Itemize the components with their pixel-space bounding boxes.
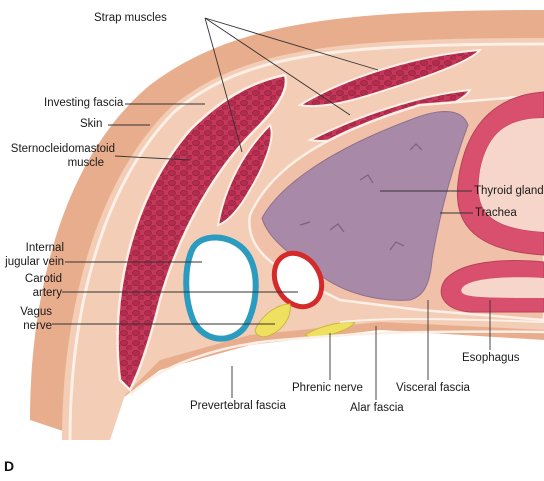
label-phrenic-nerve: Phrenic nerve <box>292 382 363 394</box>
label-skin: Skin <box>80 118 103 130</box>
sternocleidomastoid-muscle <box>116 73 288 393</box>
leader-strap-3 <box>204 17 351 116</box>
label-vagus-2: nerve <box>23 320 52 332</box>
trachea-lumen <box>478 118 544 232</box>
alar-fascia-line <box>339 318 544 323</box>
leader-strap-1 <box>204 17 243 153</box>
label-sternocleidomastoid-2: muscle <box>67 157 104 169</box>
label-trachea: Trachea <box>475 207 517 219</box>
label-carotid-2: artery <box>32 287 62 299</box>
label-esophagus: Esophagus <box>462 352 520 364</box>
label-internal-jugular-1: Internal <box>25 242 64 254</box>
label-thyroid-gland: Thyroid gland <box>474 185 544 197</box>
label-vagus-1: Vagus <box>20 306 52 318</box>
label-alar-fascia: Alar fascia <box>350 402 404 414</box>
leader-lines <box>52 17 491 400</box>
label-internal-jugular-2: jugular vein <box>5 256 64 268</box>
prevertebral-fascia-line <box>129 330 544 396</box>
label-carotid-1: Carotid <box>24 273 62 285</box>
internal-jugular-vein <box>183 234 259 342</box>
label-investing-fascia: Investing fascia <box>44 97 124 109</box>
panel-letter: D <box>4 458 15 474</box>
strap-muscle-2 <box>297 48 483 108</box>
strap-muscle-1 <box>216 123 273 227</box>
carotid-artery <box>271 250 325 310</box>
esophagus-lumen <box>461 277 544 298</box>
vagus-nerve <box>254 303 291 338</box>
label-prevertebral-fascia: Prevertebral fascia <box>190 400 286 412</box>
leader-scm <box>114 155 191 161</box>
leader-strap-2 <box>204 17 379 71</box>
label-sternocleidomastoid-1: Sternocleidomastoid <box>10 143 115 155</box>
label-visceral-fascia: Visceral fascia <box>396 382 470 394</box>
thyroid-texture <box>299 143 423 251</box>
label-strap-muscles: Strap muscles <box>94 12 167 24</box>
investing-fascia-line <box>68 42 544 441</box>
